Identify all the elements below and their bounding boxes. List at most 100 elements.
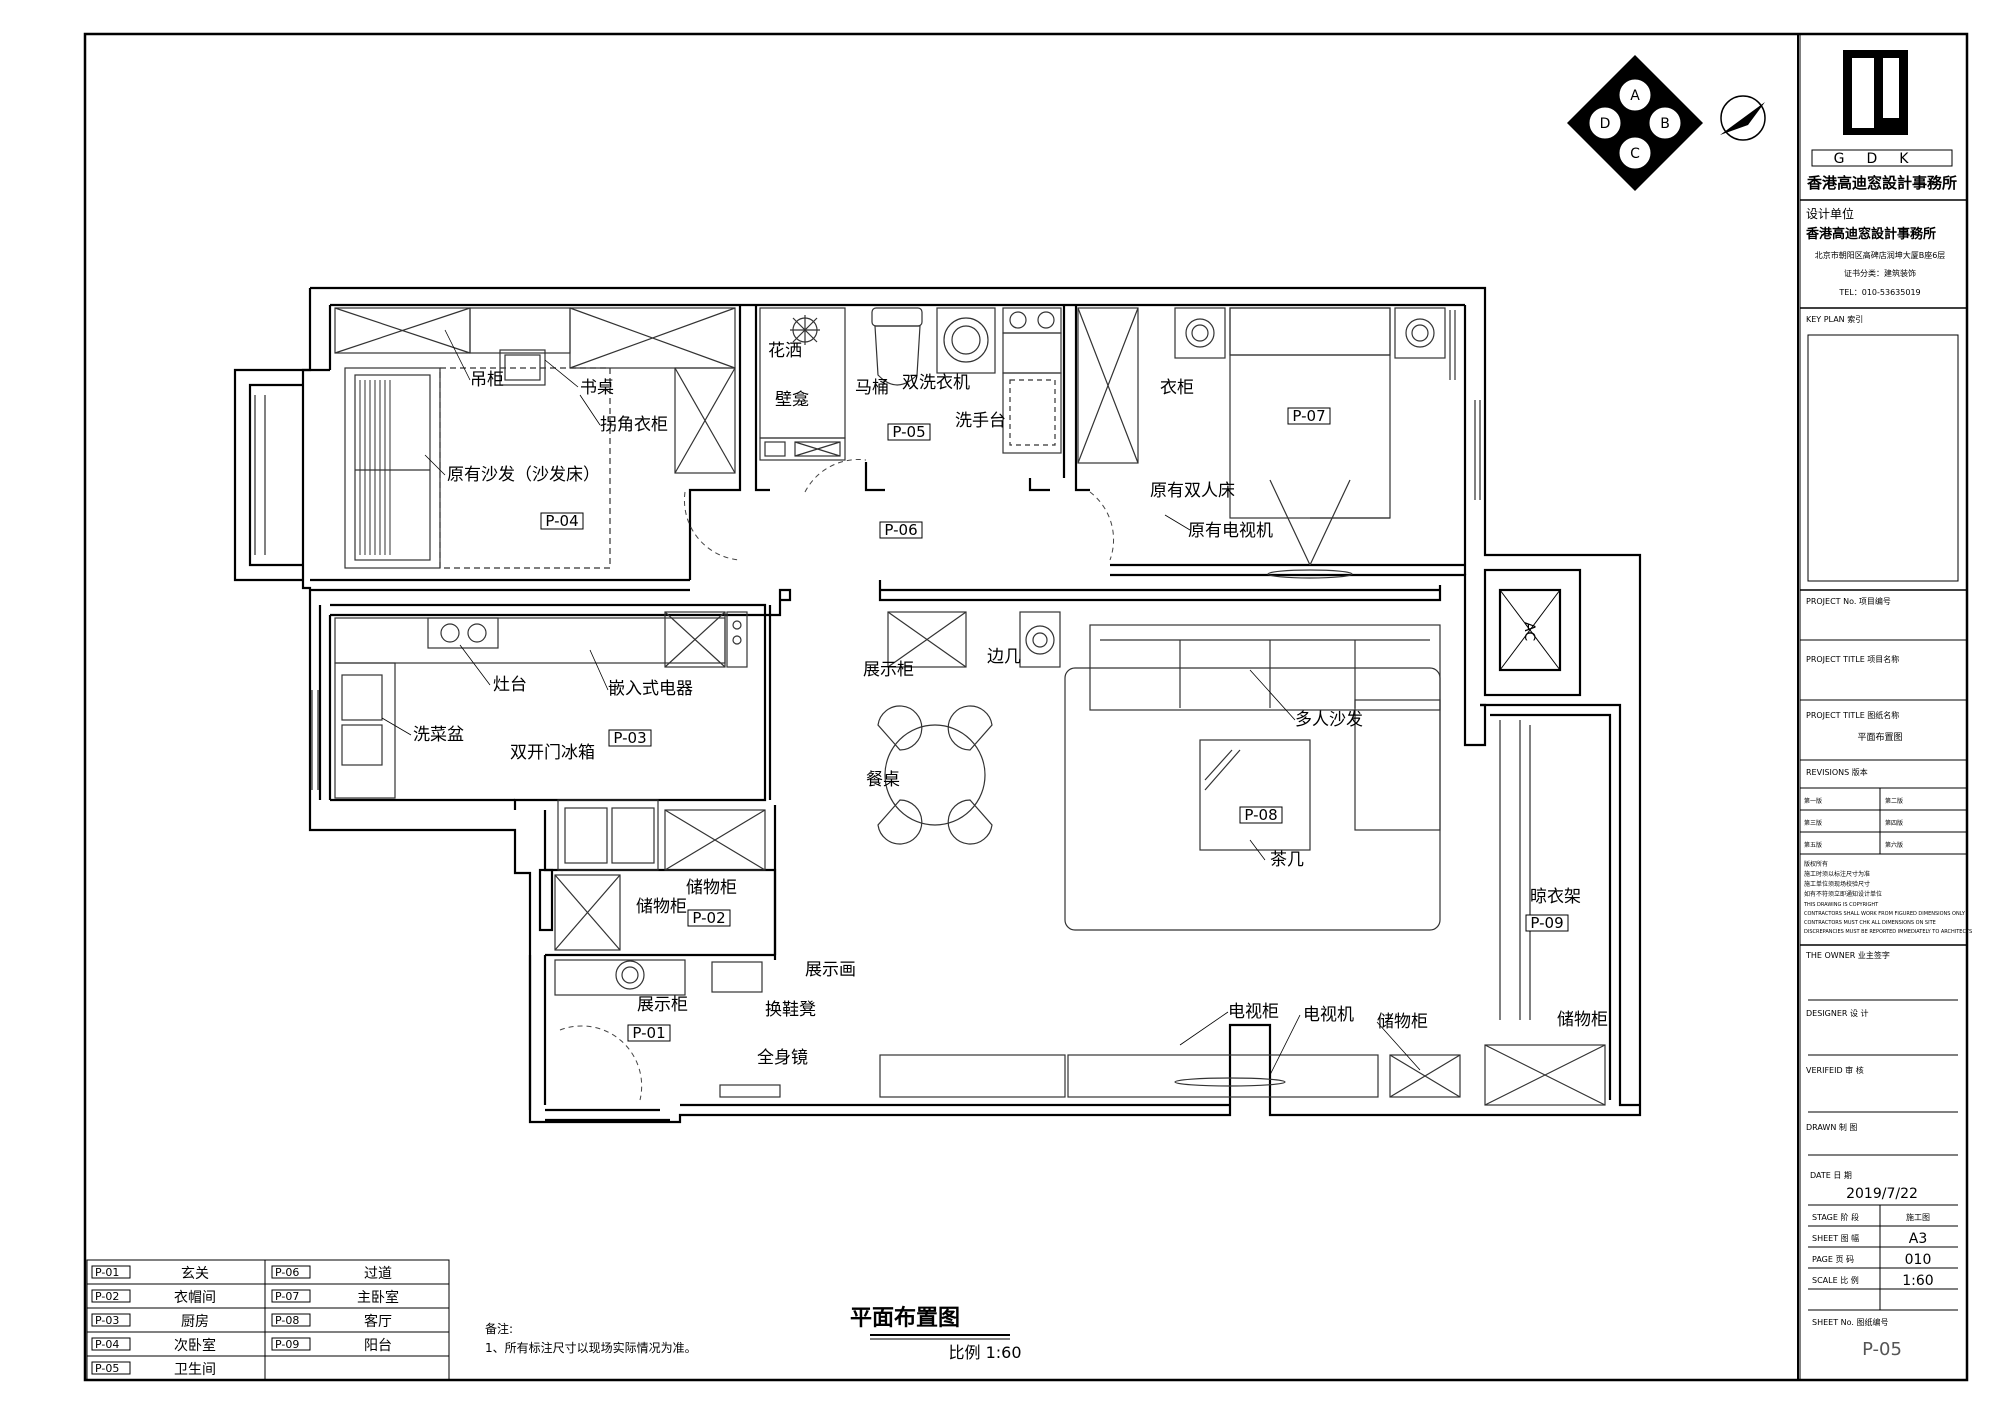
plan-label: PROJECT TITLE 图纸名称 [1806, 710, 1899, 720]
plan-label: 次卧室 [174, 1337, 216, 1354]
plan-label: DISCREPANCIES MUST BE REPORTED IMMEDIATE… [1804, 929, 1972, 935]
plan-label: 花洒 [768, 341, 802, 361]
room-legend: P-01 P-02 P-03 P-04 P-05 P-06 P-07 P-08 … [86, 1259, 450, 1381]
plan-label: SHEET No. 图纸编号 [1812, 1317, 1888, 1327]
plan-label: DRAWN 制 图 [1806, 1122, 1857, 1132]
plan-label: 版权所有 [1804, 860, 1828, 868]
plan-label: P-05 [1862, 1339, 1902, 1360]
plan-label: 北京市朝阳区高碑店润坤大厦B座6层 [1815, 250, 1946, 260]
plan-label: GDK [1834, 151, 1931, 167]
plan-label: 吊柜 [470, 370, 504, 390]
drawing-title: 平面布置图 [850, 1305, 960, 1331]
plan-label: 第六版 [1885, 841, 1903, 849]
north-arrow-icon [1720, 95, 1766, 141]
plan-label: 茶几 [1270, 850, 1304, 870]
plan-label: 主卧室 [357, 1289, 399, 1306]
plan-label: 储物柜 [1377, 1012, 1428, 1032]
plan-label: 储物柜 [686, 878, 737, 898]
furniture [334, 307, 1606, 1106]
plan-label: REVISIONS 版本 [1806, 767, 1868, 777]
plan-label: A [1630, 88, 1640, 104]
plan-label: 多人沙发 [1295, 710, 1363, 730]
plan-label: AC [1521, 622, 1537, 641]
plan-label: 1:60 [1902, 1273, 1933, 1289]
plan-label: 第五版 [1804, 841, 1822, 849]
plan-label: 第四版 [1885, 819, 1903, 827]
plan-label: THIS DRAWING IS COPYRIGHT [1803, 902, 1879, 908]
plan-label: 2019/7/22 [1846, 1186, 1918, 1202]
plan-label: 香港高迪窓設計事務所 [1807, 174, 1957, 192]
plan-label: 衣帽间 [174, 1290, 216, 1306]
plan-label: 展示柜 [863, 660, 914, 680]
plan-label: 展示画 [805, 960, 856, 980]
plan-label: 原有双人床 [1150, 481, 1235, 501]
plan-label: P-04 [95, 1338, 119, 1351]
plan-label: CONTRACTORS MUST CHK ALL DIMENSIONS ON S… [1804, 920, 1936, 926]
room-tags: P-04 P-06 P-05 P-07 P-03 P-02 P-01 P-08 … [540, 407, 1569, 1042]
door-swings [559, 459, 1115, 1101]
plan-label: 展示柜 [637, 995, 688, 1015]
plan-label: 衣柜 [1160, 378, 1194, 398]
plan-label: PROJECT No. 项目编号 [1806, 596, 1891, 606]
plan-label: P-02 [95, 1290, 119, 1303]
plan-label: P-01 [95, 1266, 119, 1279]
plan-label: CONTRACTORS SHALL WORK FROM FIGURED DIME… [1804, 911, 1966, 917]
plan-label: P-03 [95, 1314, 119, 1327]
plan-label: 原有电视机 [1188, 521, 1273, 541]
plan-label: DESIGNER 设 计 [1806, 1008, 1869, 1018]
plan-label: P-09 [275, 1338, 299, 1351]
plan-label: 第二版 [1885, 797, 1903, 805]
plan-label: 第一版 [1804, 797, 1822, 805]
plan-label: 香港高迪窓設計事務所 [1805, 226, 1936, 242]
tag-p07: P-07 [1292, 407, 1325, 425]
plan-label: 灶台 [493, 675, 527, 695]
plan-label: 双开门冰箱 [510, 743, 595, 763]
plan-label: KEY PLAN 索引 [1806, 314, 1863, 324]
plan-label: 010 [1905, 1252, 1932, 1268]
notes-title: 备注: [485, 1321, 513, 1336]
plan-label: 玄关 [181, 1265, 209, 1282]
plan-label: 阳台 [364, 1338, 392, 1354]
plan-label: 平面布置图 [1857, 731, 1902, 743]
plan-label: 换鞋凳 [765, 1000, 816, 1020]
plan-label: 第三版 [1804, 819, 1822, 827]
plan-label: C [1630, 146, 1640, 162]
plan-label: 证书分类：建筑装饰 [1844, 268, 1916, 278]
plan-label: VERIFEID 审 核 [1806, 1065, 1864, 1075]
plan-label: 过道 [364, 1266, 392, 1282]
plan-label: 嵌入式电器 [608, 679, 693, 699]
plan-label: P-08 [275, 1314, 299, 1327]
plan-label: 施工图 [1906, 1212, 1930, 1222]
gdk-logo: GDK 香港高迪窓設計事務所 [1807, 50, 1957, 192]
plan-label: 卫生间 [174, 1362, 216, 1378]
compass-key: A B C D [1567, 55, 1703, 191]
tag-p05: P-05 [892, 423, 925, 441]
plan-label: 洗手台 [955, 411, 1006, 431]
plan-label: PAGE 页 码 [1812, 1255, 1854, 1264]
plan-label: 如有不符须立即通知设计单位 [1804, 890, 1882, 898]
plan-label: 书桌 [580, 378, 614, 398]
plan-label: 客厅 [364, 1313, 392, 1330]
plan-label: 洗菜盆 [413, 725, 464, 745]
plan-label: 晾衣架 [1530, 887, 1581, 907]
plan-label: 厨房 [181, 1314, 209, 1330]
plan-label: TEL：010-53635019 [1838, 288, 1920, 297]
plan-label: DATE 日 期 [1810, 1171, 1852, 1180]
plan-label: 储物柜 [1557, 1010, 1608, 1030]
furniture-labels: 吊柜 书桌 拐角衣柜 原有沙发（沙发床） 花洒 壁龛 马桶 双洗衣机 洗手台 衣… [413, 341, 1608, 1068]
leader-lines [381, 329, 1421, 1076]
titleblock: GDK 香港高迪窓設計事務所 设计单位 香港高迪窓設計事務所 北京市朝阳区高碑店… [1800, 50, 1972, 1360]
plan-label: P-07 [275, 1290, 299, 1303]
plan-label: 电视机 [1303, 1005, 1354, 1025]
walls [233, 286, 1642, 1124]
plan-label: 壁龛 [775, 390, 809, 410]
plan-label: 施工单位须现场校验尺寸 [1804, 880, 1870, 888]
plan-label: A3 [1909, 1231, 1927, 1247]
plan-label: 设计单位 [1806, 206, 1854, 221]
plan-label: D [1600, 116, 1611, 132]
tag-p01: P-01 [632, 1024, 665, 1042]
plan-label: 边几 [987, 647, 1021, 667]
plan-label: P-06 [275, 1266, 299, 1279]
tag-p08: P-08 [1244, 806, 1277, 824]
